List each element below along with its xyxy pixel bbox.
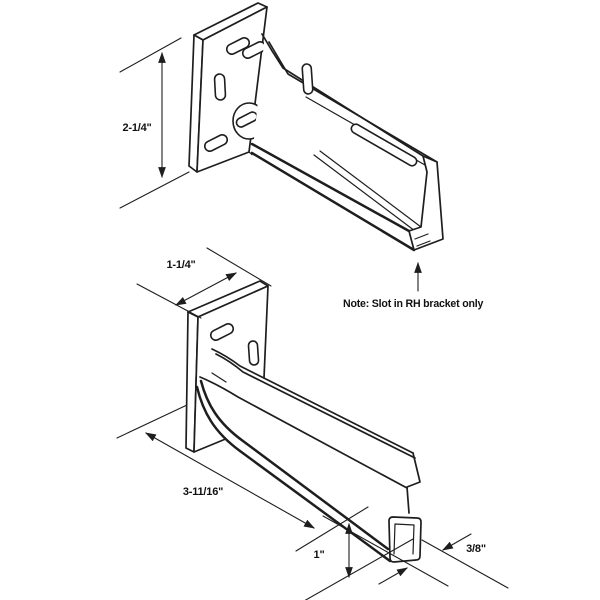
extension-line bbox=[206, 247, 272, 287]
lh-channel-lip-thickness bbox=[393, 523, 415, 555]
rh-rail-body bbox=[252, 33, 443, 250]
lh-rail-top-back-edge bbox=[215, 353, 416, 459]
dimension-arrow-line bbox=[442, 533, 472, 551]
dimension-label: 1-1/4" bbox=[166, 259, 195, 271]
lh-bracket-drawing bbox=[185, 280, 422, 563]
lh-rail-web-top-edge bbox=[199, 376, 408, 489]
lh-lip-depth-dimension: 3/8" bbox=[322, 515, 509, 589]
rh-rail-top-back-edge bbox=[268, 41, 438, 163]
dimension-label: 2-1/4" bbox=[122, 122, 151, 134]
rh-plate-slot-hole bbox=[225, 37, 251, 55]
lh-channel-end-web bbox=[406, 452, 421, 514]
lh-rail-top-front-edge bbox=[211, 348, 414, 454]
extension-line bbox=[116, 404, 188, 439]
extension-line bbox=[421, 539, 509, 589]
dimension-label: 3-11/16" bbox=[183, 486, 223, 498]
rh-rail-slot bbox=[350, 123, 418, 167]
rh-rail-inner-edge bbox=[313, 154, 416, 232]
rh-rail-tab bbox=[301, 63, 314, 95]
lh-rail-tab bbox=[247, 340, 260, 366]
rh-channel-end-face bbox=[408, 155, 444, 251]
lh-plate-width-dimension: 1-1/4" bbox=[136, 247, 272, 319]
rh-rail-bottom-flange-edge bbox=[250, 142, 411, 233]
lh-rail-body bbox=[197, 349, 420, 562]
lh-length-dimension: 3-11/16" bbox=[116, 404, 369, 552]
extension-line bbox=[119, 37, 182, 73]
rh-rail-top-front-edge bbox=[261, 33, 424, 157]
extension-line bbox=[119, 171, 190, 209]
lh-plate-slot-hole bbox=[209, 323, 235, 341]
note-text: Note: Slot in RH bracket only bbox=[343, 298, 483, 310]
extension-line bbox=[322, 515, 449, 587]
lh-rail-fillet-line bbox=[211, 372, 227, 383]
extension-line bbox=[304, 538, 414, 600]
rh-plate-vertical-slot bbox=[213, 73, 227, 101]
lh-channel-height-dimension: 1" bbox=[304, 522, 414, 600]
rh-channel-lip-slot bbox=[414, 233, 431, 247]
rh-bracket-drawing bbox=[188, 2, 444, 252]
extension-line bbox=[295, 506, 369, 552]
dimension-arrow-line bbox=[145, 432, 315, 529]
rh-plate-slot-hole bbox=[203, 134, 229, 152]
dimension-arrow-line bbox=[378, 567, 408, 585]
dimension-arrow-line bbox=[175, 272, 237, 306]
note-callout: Note: Slot in RH bracket only bbox=[343, 261, 484, 310]
extension-line bbox=[136, 283, 202, 319]
rh-rail-inner-edge bbox=[319, 150, 422, 228]
dimension-label: 1" bbox=[314, 549, 325, 561]
dimension-label: 3/8" bbox=[466, 543, 486, 555]
rh-plate-height-dimension: 2-1/4" bbox=[119, 37, 190, 209]
rh-rail-bottom-edge bbox=[250, 151, 416, 252]
